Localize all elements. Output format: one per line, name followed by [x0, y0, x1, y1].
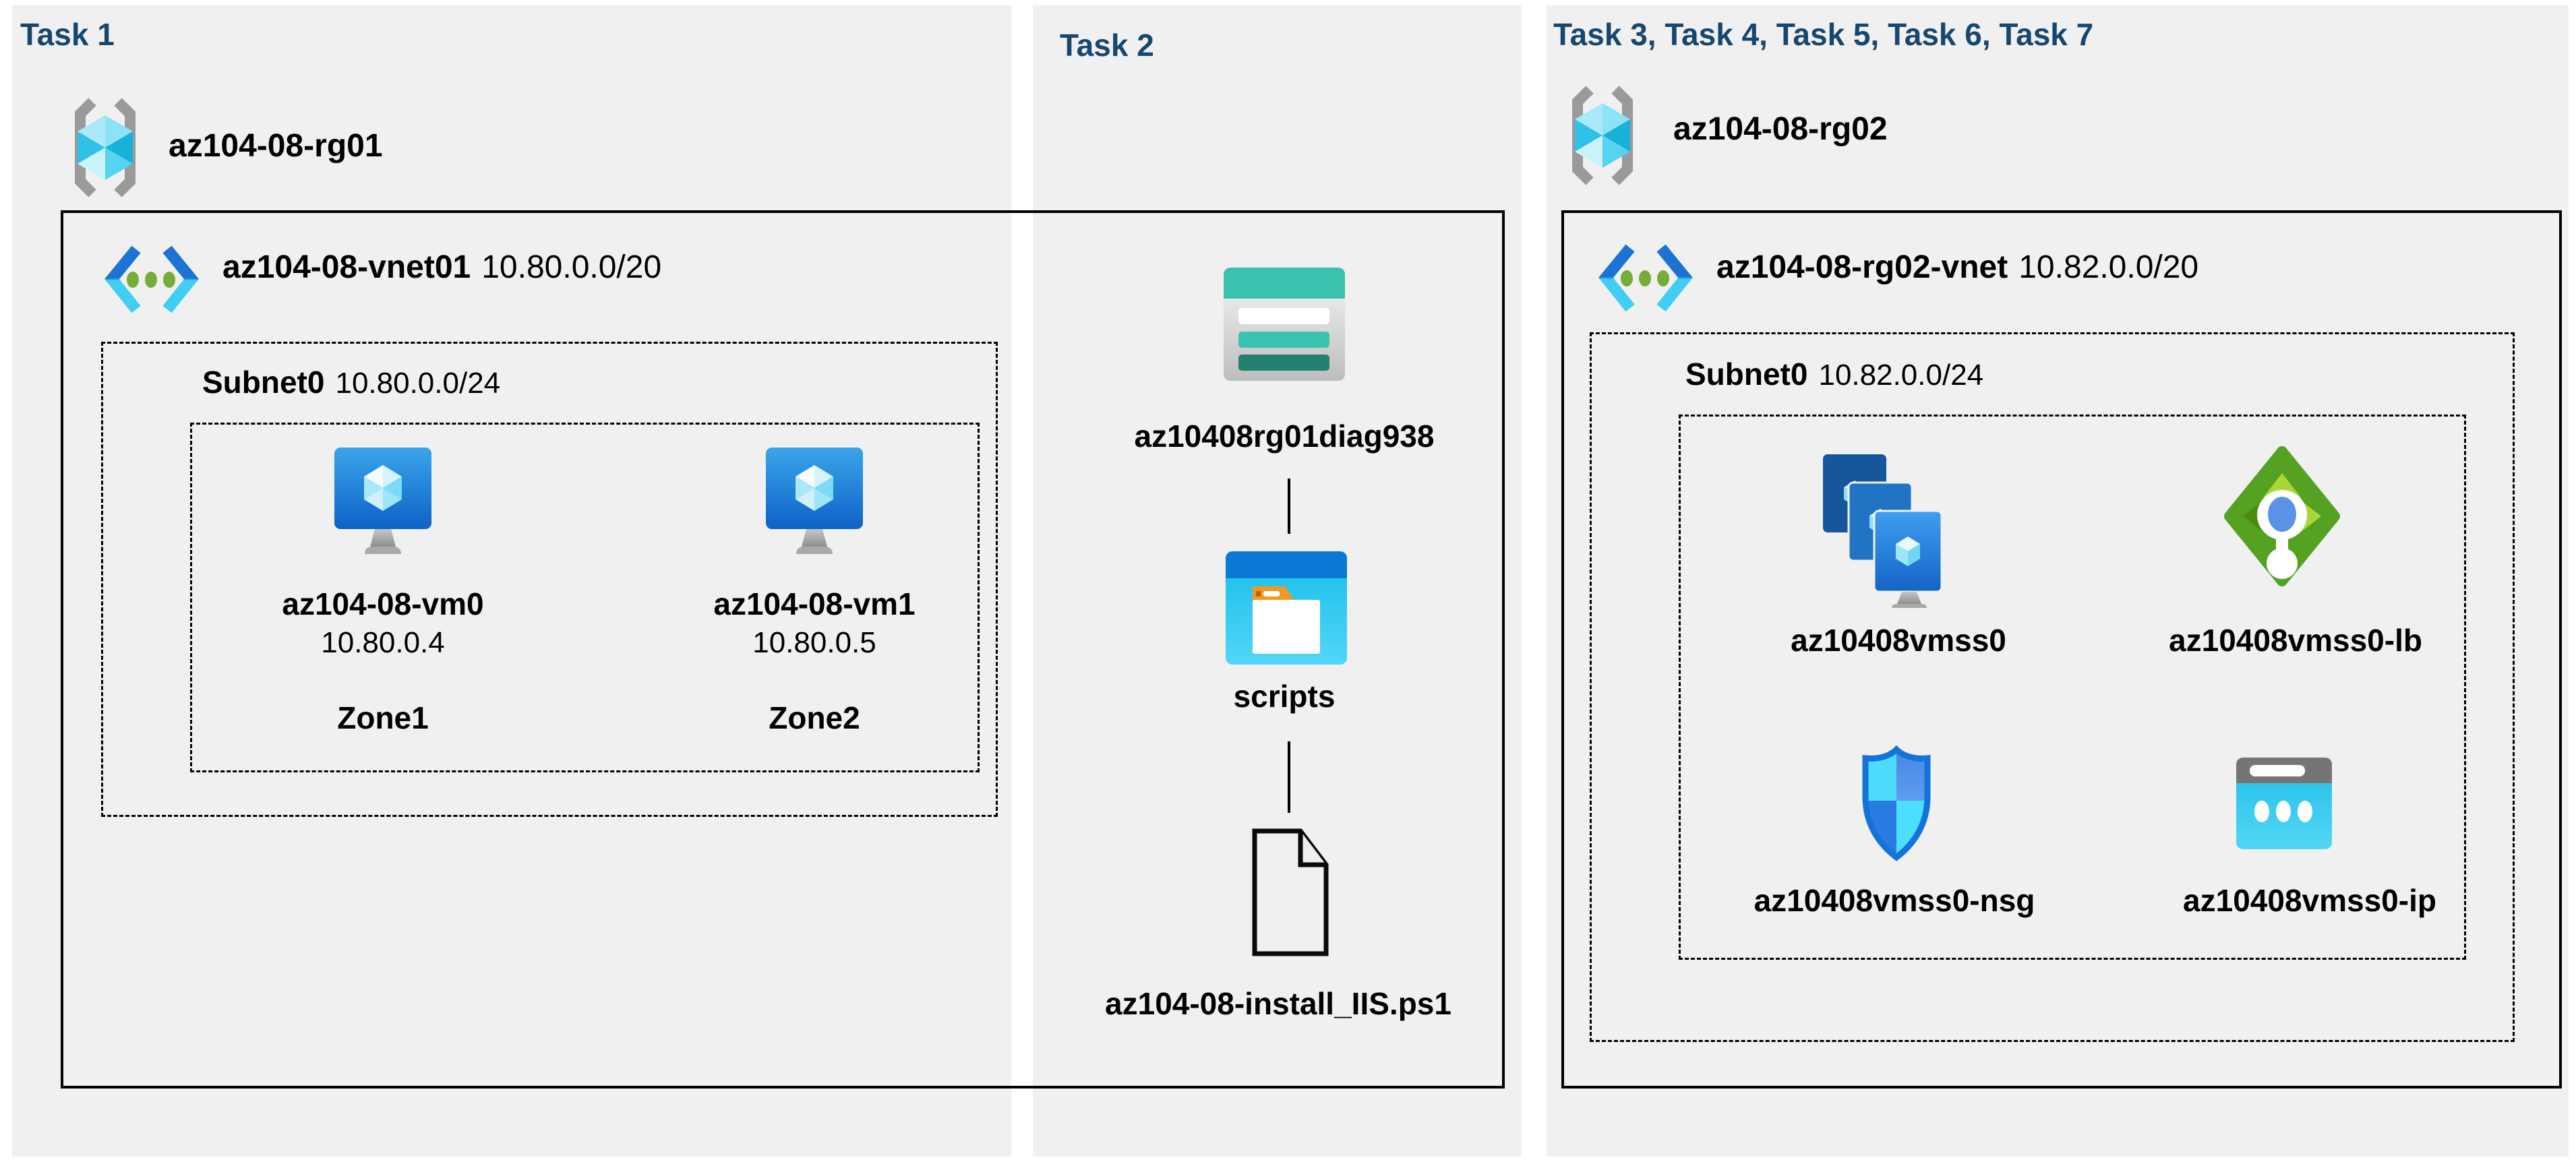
vnet2-cidr: 10.82.0.0/20	[2018, 249, 2199, 285]
connector-line	[1288, 741, 1290, 813]
vm1-ip: 10.80.0.5	[752, 626, 876, 659]
file-icon	[1252, 828, 1329, 956]
subnet1-cidr: 10.80.0.0/24	[335, 367, 501, 400]
vmss-name: az10408vmss0	[1791, 623, 2006, 658]
connector-line	[1288, 479, 1290, 534]
resource-group-icon	[1572, 86, 1633, 185]
public-ip-name: az10408vmss0-ip	[2183, 883, 2436, 918]
subnet2-name: Subnet0	[1685, 357, 1808, 392]
nsg-name: az10408vmss0-nsg	[1754, 883, 2035, 918]
task2-title: Task 2	[1060, 28, 1154, 63]
network-security-group-icon	[1862, 745, 1931, 861]
subnet2-label: Subnet0 10.82.0.0/24	[1685, 356, 1983, 392]
vm1-zone: Zone2	[769, 700, 860, 735]
load-balancer-icon	[2224, 446, 2340, 586]
resource-group-name: az104-08-rg01	[169, 128, 383, 164]
virtual-network-icon	[1598, 244, 1693, 312]
vnet2-label: az104-08-rg02-vnet 10.82.0.0/20	[1716, 249, 2198, 286]
container-name: scripts	[1233, 679, 1336, 714]
virtual-network-icon	[104, 245, 199, 313]
subnet1-boundary	[101, 342, 998, 817]
virtual-machine-icon	[766, 448, 863, 554]
subnet1-name: Subnet0	[202, 365, 325, 400]
script-file-name: az104-08-install_IIS.ps1	[1105, 986, 1451, 1021]
storage-account-icon	[1224, 268, 1345, 381]
vnet2-name: az104-08-rg02-vnet	[1716, 249, 2008, 285]
vm0-zone: Zone1	[337, 700, 429, 735]
vm0-ip: 10.80.0.4	[321, 626, 445, 659]
vnet1-name: az104-08-vnet01	[222, 249, 471, 285]
vnet2-boundary	[1561, 210, 2562, 1088]
vm-scale-set-icon	[1823, 454, 1943, 608]
resource-group-icon	[75, 98, 136, 197]
storage-account-name: az10408rg01diag938	[1134, 419, 1435, 454]
task1-panel	[12, 5, 1011, 1157]
vnet1-cidr: 10.80.0.0/20	[481, 249, 662, 285]
vmss-group-boundary	[1679, 415, 2466, 960]
vm0-name: az104-08-vm0	[282, 586, 484, 621]
vnet1-label: az104-08-vnet01 10.80.0.0/20	[222, 249, 661, 286]
task3-title: Task 3, Task 4, Task 5, Task 6, Task 7	[1553, 17, 2094, 52]
virtual-machine-icon	[334, 448, 431, 554]
vnet1-boundary	[61, 210, 1505, 1088]
public-ip-icon	[2236, 758, 2332, 849]
blob-container-icon	[1226, 551, 1347, 665]
task1-title: Task 1	[20, 17, 115, 52]
task3-panel	[1547, 5, 2569, 1157]
resource-group-name: az104-08-rg02	[1673, 111, 1888, 147]
subnet1-label: Subnet0 10.80.0.0/24	[202, 364, 500, 400]
zones-boundary	[190, 423, 980, 772]
subnet2-cidr: 10.82.0.0/24	[1818, 359, 1984, 392]
load-balancer-name: az10408vmss0-lb	[2169, 623, 2422, 658]
subnet2-boundary	[1590, 332, 2515, 1042]
vm1-name: az104-08-vm1	[713, 586, 916, 621]
